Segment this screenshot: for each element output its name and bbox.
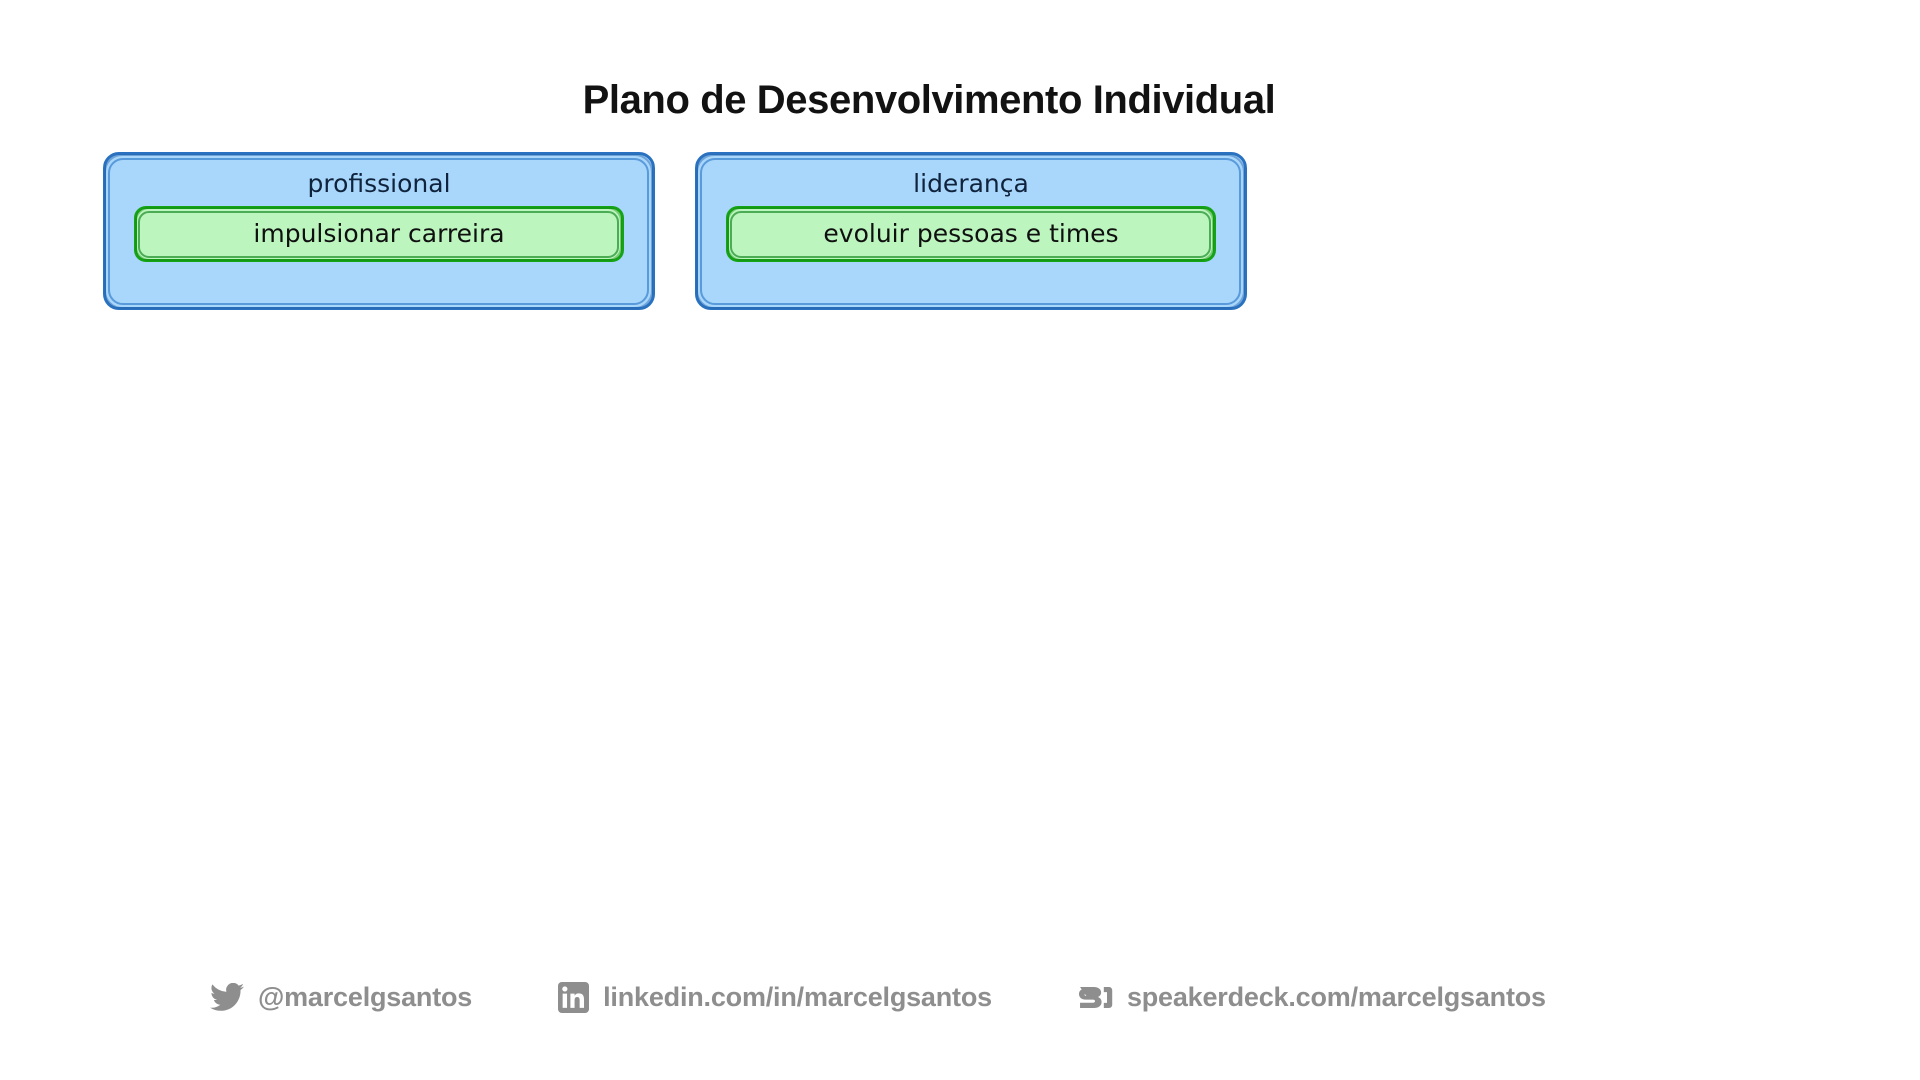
page-title: Plano de Desenvolvimento Individual <box>582 78 1276 122</box>
card-goal-label: evoluir pessoas e times <box>823 218 1119 248</box>
card-goal-box[interactable]: impulsionar carreira <box>134 205 624 262</box>
card-lideranca[interactable]: liderança evoluir pessoas e times <box>695 152 1247 310</box>
footer-item-speakerdeck[interactable]: speakerdeck.com/marcelgsantos <box>1078 982 1546 1013</box>
cards-row: profissional impulsionar carreira lidera… <box>103 152 1247 310</box>
footer-label-linkedin: linkedin.com/in/marcelgsantos <box>603 982 992 1012</box>
linkedin-icon <box>558 982 590 1013</box>
footer-label-speakerdeck: speakerdeck.com/marcelgsantos <box>1126 982 1546 1012</box>
card-profissional[interactable]: profissional impulsionar carreira <box>103 152 655 310</box>
footer-social-links: @marcelgsantos linkedin.com/in/marcelgsa… <box>210 982 1546 1013</box>
footer-item-linkedin[interactable]: linkedin.com/in/marcelgsantos <box>558 982 992 1013</box>
card-title: liderança <box>913 169 1029 198</box>
twitter-icon <box>210 982 244 1013</box>
card-title: profissional <box>307 169 451 198</box>
card-goal-box[interactable]: evoluir pessoas e times <box>726 205 1216 262</box>
footer-item-twitter[interactable]: @marcelgsantos <box>210 982 472 1013</box>
card-goal-label: impulsionar carreira <box>253 218 505 248</box>
footer-label-twitter: @marcelgsantos <box>258 982 473 1012</box>
speakerdeck-icon <box>1078 983 1113 1012</box>
